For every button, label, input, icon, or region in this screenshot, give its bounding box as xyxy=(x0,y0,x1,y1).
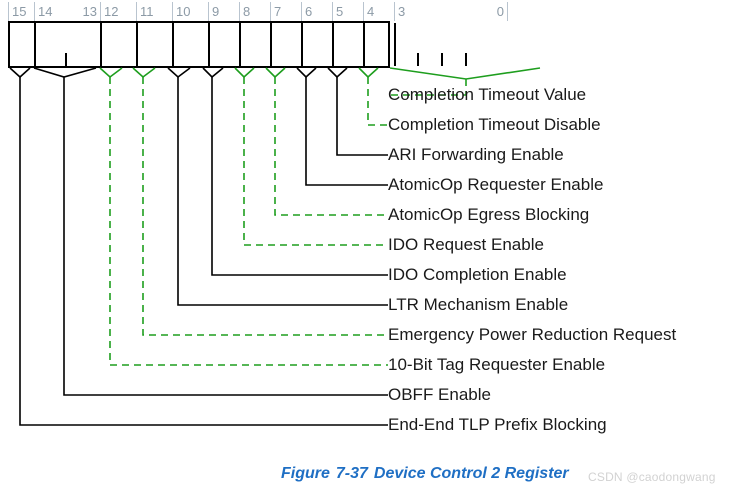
bit-number-15: 15 xyxy=(8,2,34,21)
field-label-ido-completion-enable: IDO Completion Enable xyxy=(388,265,567,284)
bit-number-header: 15 14 13 12 11 10 9 8 7 6 5 4 xyxy=(8,2,508,21)
leader-atomicop-requester-enable xyxy=(305,77,388,186)
cell-divider xyxy=(363,23,365,66)
field-label-end-end-tlp-prefix-blocking: End-End TLP Prefix Blocking xyxy=(388,415,607,434)
field-label-ari-forwarding-enable: ARI Forwarding Enable xyxy=(388,145,564,164)
cell-divider xyxy=(332,23,334,66)
sub-bit-tick xyxy=(65,53,67,66)
field-label-10-bit-tag-requester-enable: 10-Bit Tag Requester Enable xyxy=(388,355,606,374)
bit-number-label: 4 xyxy=(367,4,375,19)
caption-title: Device Control 2 Register xyxy=(373,465,569,482)
bit-number-label: 0 xyxy=(496,4,504,19)
bit-number-label: 13 xyxy=(82,4,97,19)
bit-number-label: 11 xyxy=(140,4,154,19)
bit-number-3-0: 3 0 xyxy=(394,2,508,21)
cell-divider xyxy=(394,23,396,66)
bit-number-14-13: 14 13 xyxy=(34,2,100,21)
leader-10-bit-tag-requester-enable xyxy=(109,77,388,366)
field-label-completion-timeout-value: Completion Timeout Value xyxy=(388,85,587,104)
field-label-atomicop-egress-blocking: AtomicOp Egress Blocking xyxy=(388,205,590,224)
caption-prefix: Figure xyxy=(281,465,330,482)
leader-emergency-power-reduction-request xyxy=(142,77,388,336)
bit-number-4: 4 xyxy=(363,2,394,21)
cell-divider xyxy=(100,23,102,66)
bit-number-12: 12 xyxy=(100,2,136,21)
bit-number-label: 14 xyxy=(38,4,53,19)
figure-caption: Figure 7-37 Device Control 2 Register xyxy=(281,465,569,483)
bit-number-label: 12 xyxy=(104,4,119,19)
field-label-completion-timeout-disable: Completion Timeout Disable xyxy=(388,115,601,134)
bit-number-8: 8 xyxy=(239,2,270,21)
bit-number-6: 6 xyxy=(301,2,332,21)
sub-bit-tick xyxy=(417,53,419,66)
leader-ido-completion-enable xyxy=(211,77,388,276)
bit-number-label: 7 xyxy=(274,4,282,19)
cell-divider xyxy=(208,23,210,66)
bit-number-7: 7 xyxy=(270,2,301,21)
watermark: CSDN @caodongwang xyxy=(588,470,716,484)
cell-divider xyxy=(270,23,272,66)
bit-number-label: 15 xyxy=(12,4,27,19)
leader-obff-enable xyxy=(63,77,388,396)
cell-divider xyxy=(34,23,36,66)
leader-ltr-mechanism-enable xyxy=(177,77,388,306)
leader-ido-request-enable xyxy=(243,77,388,246)
bit-number-9: 9 xyxy=(208,2,239,21)
bit-number-label: 3 xyxy=(398,4,406,19)
leader-completion-timeout-value xyxy=(388,79,467,96)
field-label-obff-enable: OBFF Enable xyxy=(388,385,491,404)
bit-number-label: 5 xyxy=(336,4,344,19)
bit-number-label: 8 xyxy=(243,4,251,19)
cell-divider xyxy=(172,23,174,66)
register-bit-field-box xyxy=(8,21,467,68)
leader-atomicop-egress-blocking xyxy=(274,77,388,216)
cell-divider xyxy=(239,23,241,66)
cell-divider xyxy=(301,23,303,66)
bit-number-label: 6 xyxy=(305,4,313,19)
bit-number-label: 10 xyxy=(176,4,191,19)
sub-bit-tick xyxy=(441,53,443,66)
leader-completion-timeout-disable xyxy=(367,77,388,126)
field-label-emergency-power-reduction-request: Emergency Power Reduction Request xyxy=(388,325,677,344)
sub-bit-tick xyxy=(465,53,467,66)
bit-number-5: 5 xyxy=(332,2,363,21)
bit-number-10: 10 xyxy=(172,2,208,21)
caption-number: 7-37 xyxy=(335,465,368,482)
leader-end-end-tlp-prefix-blocking xyxy=(19,77,388,426)
bit-number-11: 11 xyxy=(136,2,172,21)
cell-divider xyxy=(136,23,138,66)
leader-ari-forwarding-enable xyxy=(336,77,388,156)
field-label-ido-request-enable: IDO Request Enable xyxy=(388,235,544,254)
field-label-ltr-mechanism-enable: LTR Mechanism Enable xyxy=(388,295,569,314)
bit-number-label: 9 xyxy=(212,4,220,19)
field-label-atomicop-requester-enable: AtomicOp Requester Enable xyxy=(388,175,604,194)
